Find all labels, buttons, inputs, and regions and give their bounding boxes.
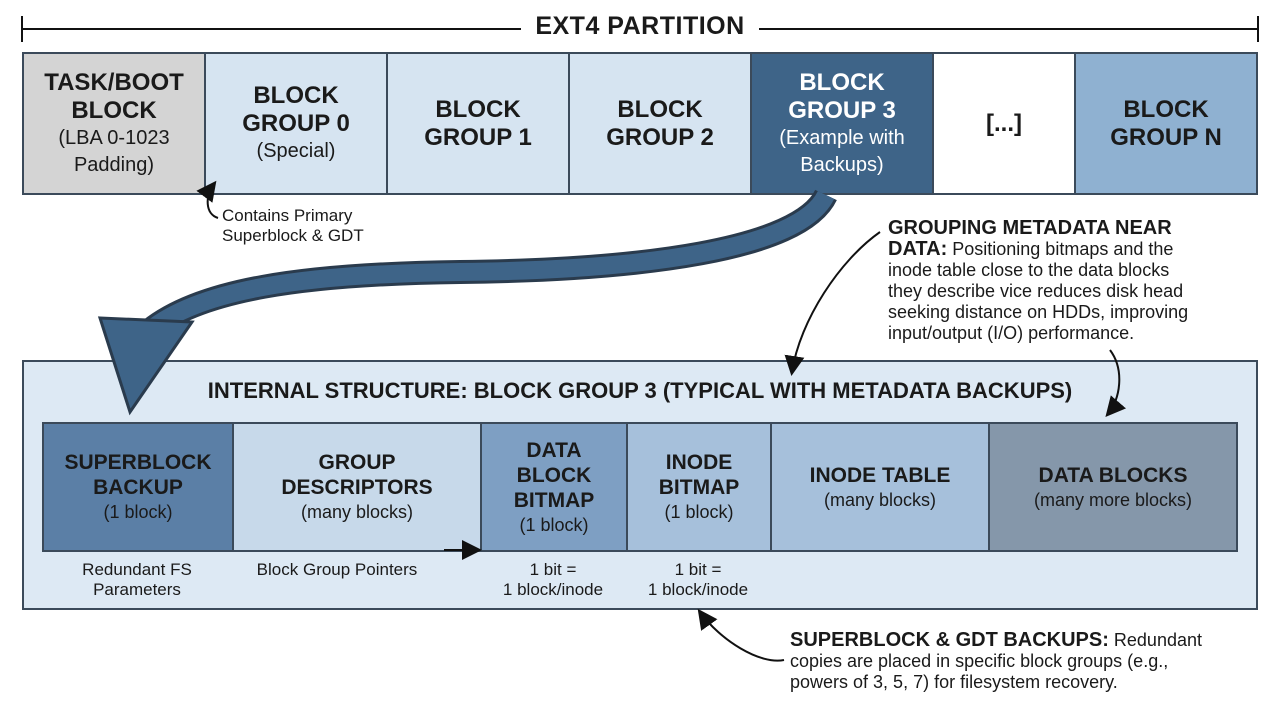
grouping-callout: GROUPING METADATA NEAR DATA: Positioning… — [888, 218, 1268, 344]
inode-bitmap-note: 1 bit = 1 block/inode — [647, 560, 749, 599]
group-descriptors: GROUP DESCRIPTORS (many blocks) — [234, 424, 482, 550]
block-group-1-title: BLOCK GROUP 1 — [424, 95, 532, 151]
dimension-tick-right — [1257, 16, 1259, 42]
group0-note: Contains Primary Superblock & GDT — [222, 206, 364, 245]
descriptors-note: Block Group Pointers — [256, 560, 418, 579]
inode-bitmap-subtitle: (1 block) — [664, 502, 734, 522]
block-group-2-title: BLOCK GROUP 2 — [606, 95, 714, 151]
ellipsis-block: [...] — [934, 54, 1076, 193]
expand-arrow — [142, 188, 837, 340]
partition-row: TASK/BOOT BLOCK (LBA 0-1023 Padding) BLO… — [22, 52, 1258, 195]
inode-table-title: INODE TABLE — [809, 463, 951, 487]
inode-bitmap-title: INODE BITMAP — [658, 451, 740, 499]
boot-block-title: TASK/BOOT BLOCK — [44, 68, 184, 124]
superblock-backup-subtitle: (1 block) — [103, 502, 173, 522]
block-group-0-title: BLOCK GROUP 0 — [242, 82, 350, 137]
group-descriptors-title: GROUP DESCRIPTORS — [281, 451, 433, 499]
expand-arrow-head — [97, 316, 195, 416]
superblock-backup-title: SUPERBLOCK BACKUP — [64, 451, 212, 499]
block-group-0-subtitle: (Special) — [256, 140, 336, 162]
block-group-2: BLOCK GROUP 2 — [570, 54, 752, 193]
superblock-backup: SUPERBLOCK BACKUP (1 block) — [44, 424, 234, 550]
grouping-callout-text: Positioning bitmaps and the inode table … — [888, 239, 1189, 343]
block-group-n: BLOCK GROUP N — [1076, 54, 1256, 193]
superblock-note: Redundant FS Parameters — [82, 560, 192, 599]
inode-table-subtitle: (many blocks) — [823, 489, 937, 510]
block-group-3-title: BLOCK GROUP 3 — [788, 68, 896, 124]
backups-callout-heading: SUPERBLOCK & GDT BACKUPS: — [790, 629, 1109, 651]
block-group-3-subtitle: (Example with Backups) — [779, 126, 905, 176]
internal-structure-title: INTERNAL STRUCTURE: BLOCK GROUP 3 (TYPIC… — [207, 378, 1073, 403]
data-blocks-subtitle: (many more blocks) — [1033, 489, 1193, 510]
block-group-0: BLOCK GROUP 0 (Special) — [206, 54, 388, 193]
data-blocks-title: DATA BLOCKS — [1038, 463, 1188, 487]
data-block-bitmap-title: DATA BLOCK BITMAP — [513, 438, 595, 512]
group0-note-arrow — [196, 180, 219, 219]
inode-table: INODE TABLE (many blocks) — [772, 424, 990, 550]
partition-title: EXT4 PARTITION — [0, 12, 1280, 41]
ellipsis-block-title: [...] — [986, 109, 1022, 137]
grouping-callout-heading: GROUPING METADATA NEAR DATA: — [888, 217, 1172, 260]
boot-block: TASK/BOOT BLOCK (LBA 0-1023 Padding) — [24, 54, 206, 193]
backups-arrow — [697, 608, 785, 662]
data-blocks: DATA BLOCKS (many more blocks) — [990, 424, 1236, 550]
inode-bitmap: INODE BITMAP (1 block) — [628, 424, 772, 550]
boot-block-subtitle: (LBA 0-1023 Padding) — [58, 126, 170, 176]
data-bitmap-note: 1 bit = 1 block/inode — [502, 560, 604, 599]
data-block-bitmap: DATA BLOCK BITMAP (1 block) — [482, 424, 628, 550]
grouping-arrow-right — [1105, 349, 1127, 418]
block-group-n-title: BLOCK GROUP N — [1110, 95, 1222, 151]
group-descriptors-subtitle: (many blocks) — [300, 502, 414, 522]
grouping-arrow-left — [784, 231, 881, 376]
backups-callout-text: Redundant copies are placed in specific … — [790, 630, 1202, 692]
backups-callout: SUPERBLOCK & GDT BACKUPS: Redundant copi… — [790, 630, 1270, 693]
block-group-3: BLOCK GROUP 3 (Example with Backups) — [752, 54, 934, 193]
internal-row: SUPERBLOCK BACKUP (1 block) GROUP DESCRI… — [42, 422, 1238, 552]
block-group-1: BLOCK GROUP 1 — [388, 54, 570, 193]
data-block-bitmap-subtitle: (1 block) — [519, 514, 589, 535]
